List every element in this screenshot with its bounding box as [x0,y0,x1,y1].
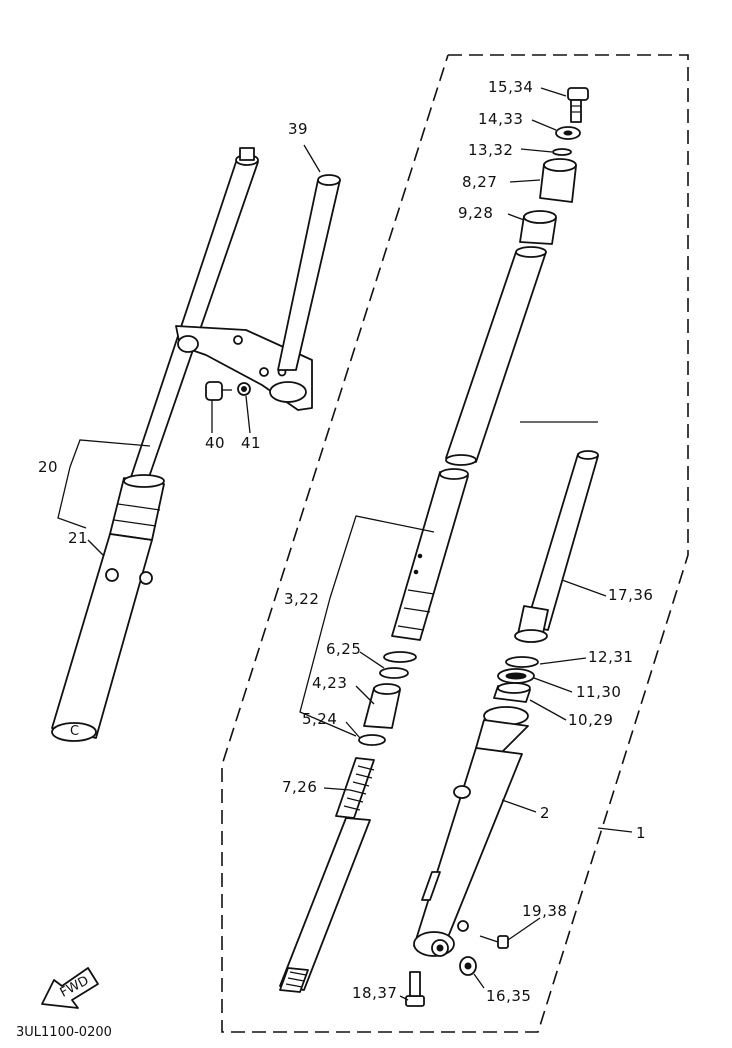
cap-8-27 [539,158,577,203]
washer-16-35 [459,956,477,976]
fwd-arrow-icon: FWD [41,967,99,1009]
callout-20: 20 [38,458,58,476]
clip-12-31 [505,656,539,668]
damper-rod-3-22 [391,468,469,641]
piston-ring-6-25 [379,651,417,679]
cap-bolt-15-34 [567,87,589,123]
callout-39: 39 [288,120,308,138]
callout-4-23: 4,23 [312,674,347,692]
callout-7-26: 7,26 [282,778,317,796]
washer-14-33 [555,126,581,140]
fork-spring-7-26 [279,757,375,993]
inner-tube-17-36 [514,450,599,643]
callout-5-24: 5,24 [302,710,337,728]
assembled-fork-left: C [51,147,341,742]
outer-tube-2 [413,706,529,957]
callout-3-22: 3,22 [284,590,319,608]
bolt-19-38 [479,935,509,949]
bolt-40 [205,381,232,401]
drawing-code-label: 3UL1100-0200 [16,1025,112,1040]
callout-12-31: 12,31 [588,648,633,666]
callout-14-33: 14,33 [478,110,523,128]
seat-5-24 [358,734,386,746]
inner-tube-upper [445,246,547,466]
callout-41: 41 [241,434,261,452]
callout-6-25: 6,25 [326,640,361,658]
callout-19-38: 19,38 [522,902,567,920]
callout-21: 21 [68,529,88,547]
bolt-18-37 [405,971,425,1007]
washer-41 [237,382,251,396]
callout-1: 1 [636,824,646,842]
callout-11-30: 11,30 [576,683,621,701]
callout-13-32: 13,32 [468,141,513,159]
callout-15-34: 15,34 [488,78,533,96]
rebound-spring-4-23 [363,683,401,729]
oil-seal-11-30 [497,668,535,684]
svg-text:C: C [70,724,79,739]
callout-2: 2 [540,804,550,822]
washer-10-29 [493,682,531,703]
callout-9-28: 9,28 [458,204,493,222]
o-ring-13-32 [552,148,572,156]
callout-17-36: 17,36 [608,586,653,604]
leader-lines [57,87,633,1001]
callout-8-27: 8,27 [462,173,497,191]
callout-16-35: 16,35 [486,987,531,1005]
callout-40: 40 [205,434,225,452]
callout-18-37: 18,37 [352,984,397,1002]
collar-9-28 [519,210,557,245]
assembly-group-outline [221,54,689,1033]
callout-10-29: 10,29 [568,711,613,729]
